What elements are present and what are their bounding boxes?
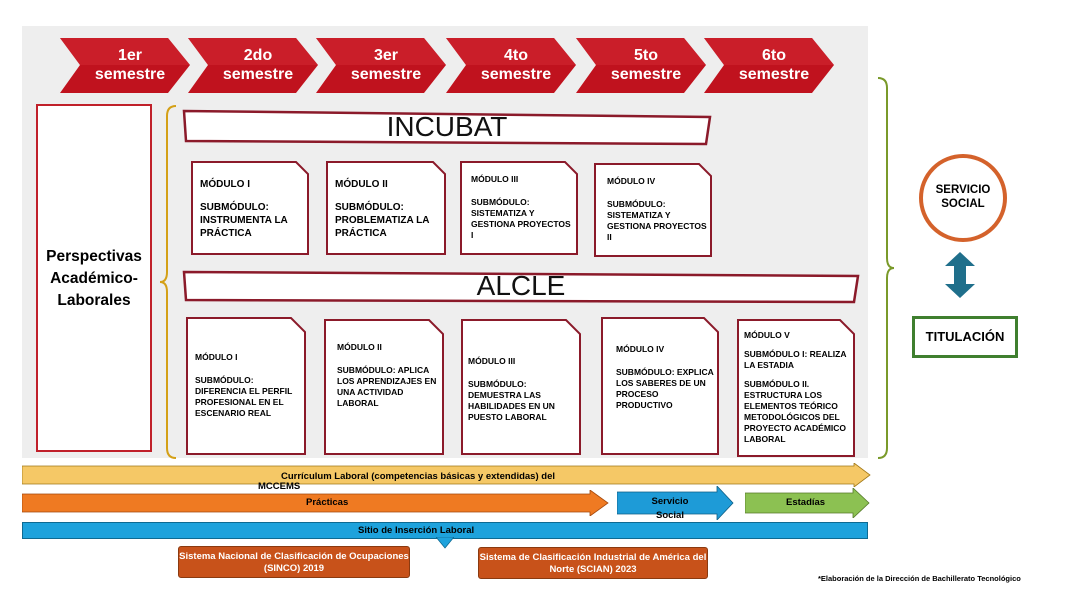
- module-body: SUBMÓDULO: APLICA LOS APRENDIZAJES EN UN…: [337, 365, 437, 408]
- semester-number: 5to: [634, 47, 658, 64]
- servicio-social-line-1: SERVICIO: [935, 184, 991, 196]
- curriculum-label-line-1: Currículum Laboral (competencias básicas…: [280, 471, 555, 482]
- semester-word: semestre: [738, 66, 810, 83]
- module-title: MÓDULO II: [337, 342, 382, 352]
- module-body: SUBMÓDULO: SISTEMATIZA Y GESTIONA PROYEC…: [471, 197, 571, 240]
- titulacion-box: TITULACIÓN: [912, 316, 1018, 358]
- incubat-module-3: MÓDULO III SUBMÓDULO: SISTEMATIZA Y GESTI…: [459, 160, 579, 256]
- sitio-label: Sitio de Inserción Laboral: [358, 525, 475, 536]
- double-arrow-icon: [945, 252, 975, 298]
- semester-word: semestre: [350, 66, 422, 83]
- module-title: MÓDULO I: [195, 352, 238, 362]
- servicio-social-label: SERVICIO SOCIAL: [923, 183, 1003, 211]
- semester-chevron-4: 4to semestre: [446, 38, 576, 93]
- module-title: MÓDULO II: [335, 179, 388, 190]
- semester-word: semestre: [610, 66, 682, 83]
- servicio-arrow-line-2: Social: [656, 510, 684, 521]
- semester-number: 2do: [243, 47, 273, 64]
- perspectivas-box: Perspectivas Académico- Laborales: [36, 104, 152, 452]
- servicio-arrow-label: Servicio Social: [648, 497, 692, 521]
- module-body-2: SUBMÓDULO II. ESTRUCTURA LOS ELEMENTOS T…: [744, 379, 847, 444]
- module-body: SUBMÓDULO: DEMUESTRA LAS HABILIDADES EN …: [468, 379, 555, 422]
- practicas-arrow: [22, 490, 609, 516]
- semester-word: semestre: [94, 66, 166, 83]
- servicio-social-circle: SERVICIO SOCIAL: [919, 154, 1007, 242]
- module-body: SUBMÓDULO: INSTRUMENTA LA PRÁCTICA: [200, 202, 288, 239]
- incubat-title: INCUBAT: [386, 111, 508, 142]
- semester-number: 4to: [504, 47, 528, 64]
- module-body: SUBMÓDULO: SISTEMATIZA Y GESTIONA PROYEC…: [607, 199, 707, 242]
- alcle-module-1: MÓDULO I SUBMÓDULO: DIFERENCIA EL PERFIL …: [185, 316, 307, 456]
- semester-number: 6to: [762, 47, 786, 64]
- incubat-banner: INCUBAT: [182, 108, 712, 148]
- footnote: *Elaboración de la Dirección de Bachille…: [818, 574, 1021, 583]
- scian-box: Sistema de Clasificación Industrial de A…: [478, 547, 708, 579]
- module-title: MÓDULO IV: [607, 176, 656, 186]
- left-bracket: [159, 105, 177, 459]
- incubat-module-4: MÓDULO IV SUBMÓDULO: SISTEMATIZA Y GESTIO…: [593, 162, 713, 258]
- curriculum-arrow: [22, 463, 871, 487]
- alcle-title: ALCLE: [476, 270, 566, 301]
- estadias-label: Estadías: [786, 497, 826, 508]
- semester-word: semestre: [222, 66, 294, 83]
- semester-chevron-5: 5to semestre: [576, 38, 706, 93]
- module-body: SUBMÓDULO: DIFERENCIA EL PERFIL PROFESIO…: [195, 375, 293, 418]
- alcle-module-4: MÓDULO IV SUBMÓDULO: EXPLICA LOS SABERES …: [600, 316, 720, 456]
- module-title: MÓDULO III: [468, 356, 516, 366]
- module-title: MÓDULO III: [471, 174, 519, 184]
- perspectivas-line-2: Académico-: [50, 270, 138, 287]
- semester-number: 3er: [373, 47, 399, 64]
- module-title: MÓDULO V: [744, 330, 790, 340]
- semester-chevron-2: 2do semestre: [188, 38, 318, 93]
- scian-label: Sistema de Clasificación Industrial de A…: [479, 552, 707, 575]
- semester-chevron-3: 3er semestre: [316, 38, 446, 93]
- semester-chevron-1: 1er semestre: [60, 38, 190, 93]
- module-body: SUBMÓDULO: EXPLICA LOS SABERES DE UN PRO…: [616, 367, 714, 410]
- sitio-down-arrow-icon: [436, 537, 454, 549]
- servicio-social-line-2: SOCIAL: [941, 198, 985, 210]
- estadias-arrow: [745, 488, 870, 518]
- semester-number: 1er: [117, 47, 143, 64]
- perspectivas-line-3: Laborales: [57, 292, 131, 309]
- perspectivas-label: Perspectivas Académico- Laborales: [38, 246, 150, 312]
- semester-chevron-6: 6to semestre: [704, 38, 834, 93]
- module-body: SUBMÓDULO I: REALIZA LA ESTADIA: [744, 349, 847, 370]
- practicas-label: Prácticas: [306, 497, 349, 508]
- titulacion-label: TITULACIÓN: [925, 329, 1005, 344]
- servicio-arrow-line-1: Servicio: [651, 496, 689, 507]
- alcle-module-5: MÓDULO V SUBMÓDULO I: REALIZA LA ESTADIA S…: [736, 318, 856, 458]
- alcle-banner: ALCLE: [182, 268, 860, 306]
- right-bracket: [877, 77, 895, 459]
- perspectivas-line-1: Perspectivas: [46, 248, 142, 265]
- alcle-module-3: MÓDULO III SUBMÓDULO: DEMUESTRA LAS HABIL…: [460, 318, 582, 456]
- module-body: SUBMÓDULO: PROBLEMATIZA LA PRÁCTICA: [335, 202, 430, 239]
- sinco-box: Sistema Nacional de Clasificación de Ocu…: [178, 546, 410, 578]
- alcle-module-2: MÓDULO II SUBMÓDULO: APLICA LOS APRENDIZA…: [323, 318, 445, 456]
- curriculum-label-line-2: MCCEMS: [258, 481, 301, 492]
- incubat-module-1: MÓDULO I SUBMÓDULO: INSTRUMENTA LA PRÁCTI…: [190, 160, 310, 256]
- sinco-label: Sistema Nacional de Clasificación de Ocu…: [179, 551, 409, 574]
- semester-word: semestre: [480, 66, 552, 83]
- incubat-module-2: MÓDULO II SUBMÓDULO: PROBLEMATIZA LA PRÁC…: [325, 160, 447, 256]
- curriculum-label: Currículum Laboral (competencias básicas…: [258, 472, 578, 492]
- servicio-arrow: [617, 486, 734, 520]
- module-title: MÓDULO I: [200, 179, 250, 190]
- module-title: MÓDULO IV: [616, 344, 665, 354]
